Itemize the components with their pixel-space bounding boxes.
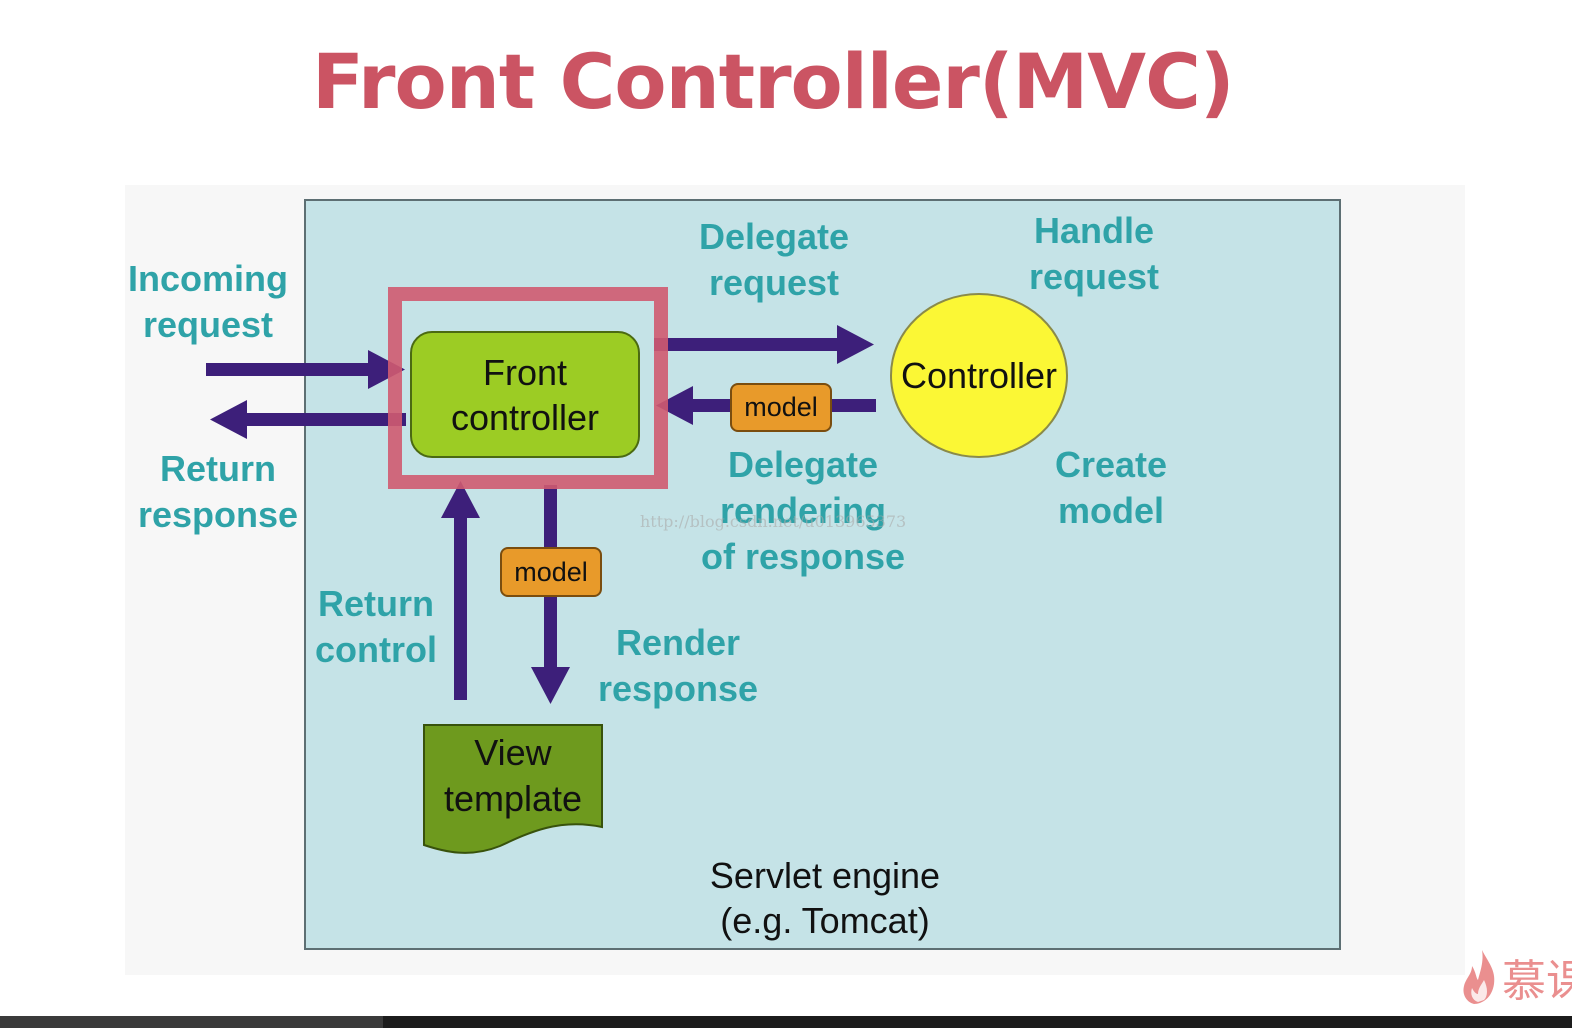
view-template-label: View template [443,732,583,819]
view-template-shape [423,724,603,854]
delegate-rendering-label: Delegate rendering of response [700,444,906,577]
front-controller-node: Front controller [410,331,640,458]
front-controller-label: Front controller [450,351,600,438]
incoming-request-label: Incoming request [128,258,288,345]
create-model-label: Create model [1054,444,1168,531]
logo-text: 慕课 [1502,956,1572,1007]
incoming-request-arrow [206,350,405,389]
return-control-arrow [441,481,480,700]
delegate-request-arrow [654,325,874,364]
model-tag-bottom: model [500,547,602,597]
site-logo: 慕课 [1462,945,1572,1009]
delegate-request-label: Delegate request [698,216,850,303]
return-control-label: Return control [315,583,437,670]
render-response-label: Render response [597,622,759,709]
model-tag-bottom-label: model [514,556,588,587]
flame-icon [1463,950,1495,1004]
front-controller-highlight [388,287,668,489]
controller-node: Controller [890,293,1068,458]
model-tag-top: model [730,383,832,432]
player-bottom-bar[interactable] [0,1016,1572,1028]
return-response-label: Return response [137,448,299,535]
handle-request-label: Handle request [1028,210,1160,297]
watermark-url: http://blog.csdn.net/u013965373 [640,512,907,531]
servlet-engine-label: Servlet engine (e.g. Tomcat) [709,855,941,941]
model-tag-top-label: model [744,392,818,422]
player-progress-bar[interactable] [0,1016,383,1028]
controller-label: Controller [900,354,1058,396]
return-response-arrow [210,400,406,439]
page-title: Front Controller(MVC) [312,37,1235,126]
